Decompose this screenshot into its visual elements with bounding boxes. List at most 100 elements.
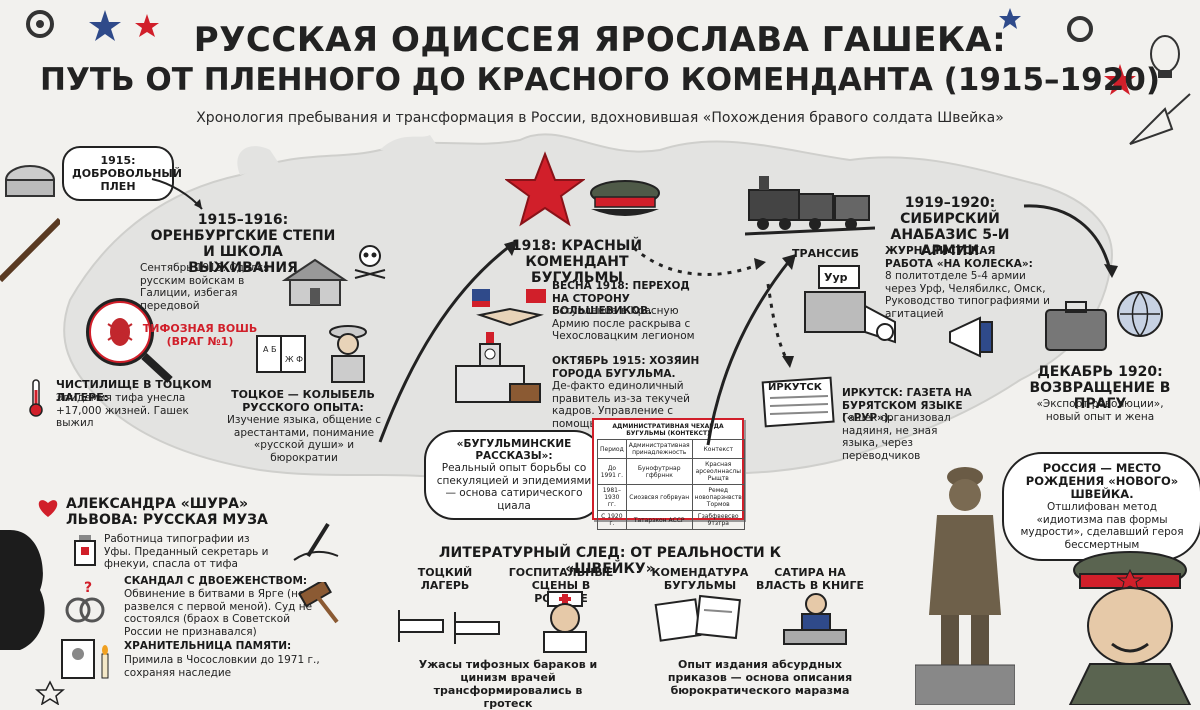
suitcase-globe-icon bbox=[1045, 291, 1163, 351]
prague-text: «Экспорт революции», новый опыт и жена bbox=[1036, 398, 1164, 423]
handshake-flags-icon bbox=[472, 289, 546, 327]
prague-heading: ДЕКАБРЬ 1920: ВОЗВРАЩЕНИЕ В ПРАГУ bbox=[1029, 364, 1171, 412]
commander-cap-icon bbox=[590, 180, 660, 216]
spring-1918-text: Вступление в Красную Армию после раскрыв… bbox=[552, 305, 695, 342]
gear-icon bbox=[26, 10, 54, 38]
shura-item3-text: Примила в Чосословкии до 1971 г., сохран… bbox=[124, 654, 320, 679]
route-arrow-to-bugulma bbox=[378, 240, 518, 443]
spring-1918-heading: ВЕСНА 1918: ПЕРЕХОД НА СТОРОНУ БОЛЬШЕВИК… bbox=[552, 280, 690, 317]
press-label: Уур bbox=[824, 271, 848, 284]
dotted-route-arrow bbox=[633, 246, 766, 277]
svg-text:А Б: А Б bbox=[263, 345, 277, 354]
page-title-line1: РУССКАЯ ОДИССЕЯ ЯРОСЛАВА ГАШЕКА: bbox=[193, 20, 1007, 60]
printing-press-icon bbox=[804, 265, 896, 344]
shura-item2-heading: СКАНДАЛ С ДВОЕЖЕНСТВОМ: bbox=[124, 575, 308, 587]
siberia-heading: 1919–1920: СИБИРСКИЙ АНАБАЗИС 5-И АРМИИ bbox=[890, 195, 1010, 259]
official-at-desk-icon bbox=[783, 593, 847, 645]
paper-rolls-icon bbox=[876, 323, 894, 341]
literary-col-totskoe: ТОЦКИЙ ЛАГЕРЬ bbox=[417, 566, 473, 592]
purgatory-text: Эпидемия тифа унесла +17,000 жизней. Гаш… bbox=[56, 392, 189, 429]
transsib-label: ТРАНССИБ bbox=[792, 247, 860, 260]
top-right-decorations bbox=[999, 8, 1191, 145]
oct-heading: ОКТЯБРЬ 1915: ХОЗЯИН ГОРОДА БУГУЛЬМА. bbox=[552, 355, 700, 380]
star-icon bbox=[135, 14, 159, 37]
newspaper-stack-icon bbox=[761, 376, 835, 428]
arrow-connector bbox=[151, 178, 203, 210]
photo-frame-candle-icon bbox=[61, 639, 109, 679]
table-cell: Гзабфвевсво 9тзтра bbox=[691, 510, 745, 530]
balalaika-icon bbox=[1129, 93, 1191, 145]
town-hall-icon bbox=[455, 332, 541, 403]
top-left-decorations bbox=[26, 10, 159, 41]
literary-heading: ЛИТЕРАТУРНЫЙ СЛЕД: ОТ РЕАЛЬНОСТИ К «ШВЕЙ… bbox=[438, 545, 782, 577]
globe-icon bbox=[1117, 291, 1163, 337]
shura-item2-text: Обвинение в битвами в Ярге (не развелся … bbox=[124, 588, 313, 638]
woman-silhouette-icon bbox=[0, 530, 45, 650]
stories-text: Реальный опыт борьбы со спекуляцией и эп… bbox=[436, 462, 592, 512]
literary-col-satire: САТИРА НА ВЛАСТЬ В КНИГЕ bbox=[756, 566, 864, 592]
doctor-icon bbox=[543, 591, 587, 653]
stories-heading: «БУГУЛЬМИНСКИЕ РАССКАЗЫ»: bbox=[456, 438, 572, 462]
bugulma-heading: 1918: КРАСНЫЙ КОМЕНДАНТ БУГУЛЬМЫ bbox=[511, 238, 643, 286]
svg-text:?: ? bbox=[84, 580, 92, 596]
train-icon bbox=[745, 176, 875, 236]
dotted-arrow-to-irkutsk bbox=[766, 283, 794, 368]
table-cell: Бунофутрнар гфбрннк bbox=[625, 458, 693, 485]
svg-text:Ж Ф: Ж Ф bbox=[285, 355, 303, 364]
table-cell: Административная принадлежность bbox=[625, 439, 693, 459]
louse-label: ТИФОЗНАЯ ВОШЬ (ВРАГ №1) bbox=[142, 322, 258, 348]
shura-heading: АЛЕКСАНДРА «ШУРА» ЛЬВОВА: РУССКАЯ МУЗА bbox=[66, 496, 268, 528]
table-cell: Ремед новопарзнвств Тормов bbox=[691, 484, 745, 511]
birthplace-text: Отшлифован метод «идиотизма пав формы му… bbox=[1020, 501, 1184, 551]
alphabet-book-icon: А Б Ж Ф bbox=[256, 335, 306, 373]
soldier-statue-icon bbox=[915, 467, 1015, 705]
star-icon bbox=[89, 10, 121, 41]
shura-item1: Работница типографии из Уфы. Преданный с… bbox=[104, 533, 269, 570]
skull-icon bbox=[354, 245, 386, 279]
bubble-1915-voluntary-captivity: 1915: ДОБРОВОЛЬНЫЙ ПЛЕН bbox=[62, 146, 182, 201]
admin-table-title: АДМИНИСТРАТИВНАЯ ЧЕХАРДА БУГУЛЬМЫ (КОНТЕ… bbox=[612, 423, 724, 437]
prisoner-figure-icon bbox=[329, 325, 367, 383]
admin-table-card: АДМИНИСТРАТИВНАЯ ЧЕХАРДА БУГУЛЬМЫ (КОНТЕ… bbox=[592, 418, 745, 530]
bugulma-stories-bubble: «БУГУЛЬМИНСКИЕ РАССКАЗЫ»: Реальный опыт … bbox=[424, 430, 604, 520]
page-title-line2: ПУТЬ ОТ ПЛЕННОГО ДО КРАСНОГО КОМЕНДАНТА … bbox=[40, 62, 1160, 98]
table-cell: Период bbox=[597, 439, 627, 459]
stamp-icon bbox=[509, 383, 541, 403]
irkutsk-text: Гашек организовал надяиня, не зная языка… bbox=[842, 412, 951, 462]
table-cell: С 1920 г. bbox=[597, 510, 627, 530]
gavel-icon bbox=[298, 582, 339, 624]
literary-caption-right: Опыт издания абсурдных приказов — основа… bbox=[667, 658, 853, 697]
heart-icon bbox=[38, 500, 58, 517]
louse-icon bbox=[107, 318, 133, 346]
totskoe-heading: ТОЦКОЕ — КОЛЫБЕЛЬ РУССКОГО ОПЫТА: bbox=[231, 388, 375, 414]
table-cell: До 1991 г. bbox=[597, 458, 627, 485]
red-star-icon bbox=[505, 151, 585, 227]
star-icon bbox=[34, 680, 66, 705]
soldier-cap-icon bbox=[0, 165, 60, 283]
birthplace-bubble: РОССИЯ — МЕСТО РОЖДЕНИЯ «НОВОГО» ШВЕЙКА.… bbox=[1002, 452, 1200, 561]
irkutsk-heading: ИРКУТСК: ГАЗЕТА НА БУРЯТСКОМ ЯЗЫКЕ («РУР… bbox=[842, 387, 972, 424]
barracks-icon bbox=[281, 258, 349, 306]
page-subtitle: Хронология пребывания и трансформация в … bbox=[196, 110, 1004, 126]
table-cell: Красная арсеолннаслы Рыщтв bbox=[691, 458, 745, 485]
officer-portrait-icon bbox=[1068, 551, 1192, 705]
journal-text: 8 политотделе 5-4 армии через Урф, Челяб… bbox=[885, 270, 1050, 320]
table-cell: Татарзкон АССР bbox=[625, 510, 693, 530]
birthplace-heading: РОССИЯ — МЕСТО РОЖДЕНИЯ «НОВОГО» ШВЕЙКА. bbox=[1025, 461, 1179, 501]
journal-heading: ЖУРНАЛИСТСКАЯ РАБОТА «НА КОЛЕСКА»: bbox=[885, 245, 1033, 270]
route-arrow-to-transsib bbox=[706, 254, 796, 446]
literary-col-commandant: КОМЕНДАТУРА БУГУЛЬМЫ bbox=[651, 566, 749, 592]
star-icon bbox=[1104, 64, 1136, 95]
rifle-icon bbox=[0, 217, 60, 283]
table-cell: 1981–1930 гг. bbox=[597, 484, 627, 511]
table-cell: Сиозвсвя гобрвуан bbox=[625, 484, 693, 511]
orders-papers-icon bbox=[654, 594, 741, 642]
megaphone-icon bbox=[949, 316, 993, 358]
totskoe-text: Изучение языка, общение с арестантами, п… bbox=[227, 414, 381, 464]
purgatory-heading: ЧИСТИЛИЩЕ В ТОЦКОМ ЛАГЕРЕ: bbox=[56, 378, 212, 404]
wedding-rings-icon: ? bbox=[65, 580, 105, 623]
